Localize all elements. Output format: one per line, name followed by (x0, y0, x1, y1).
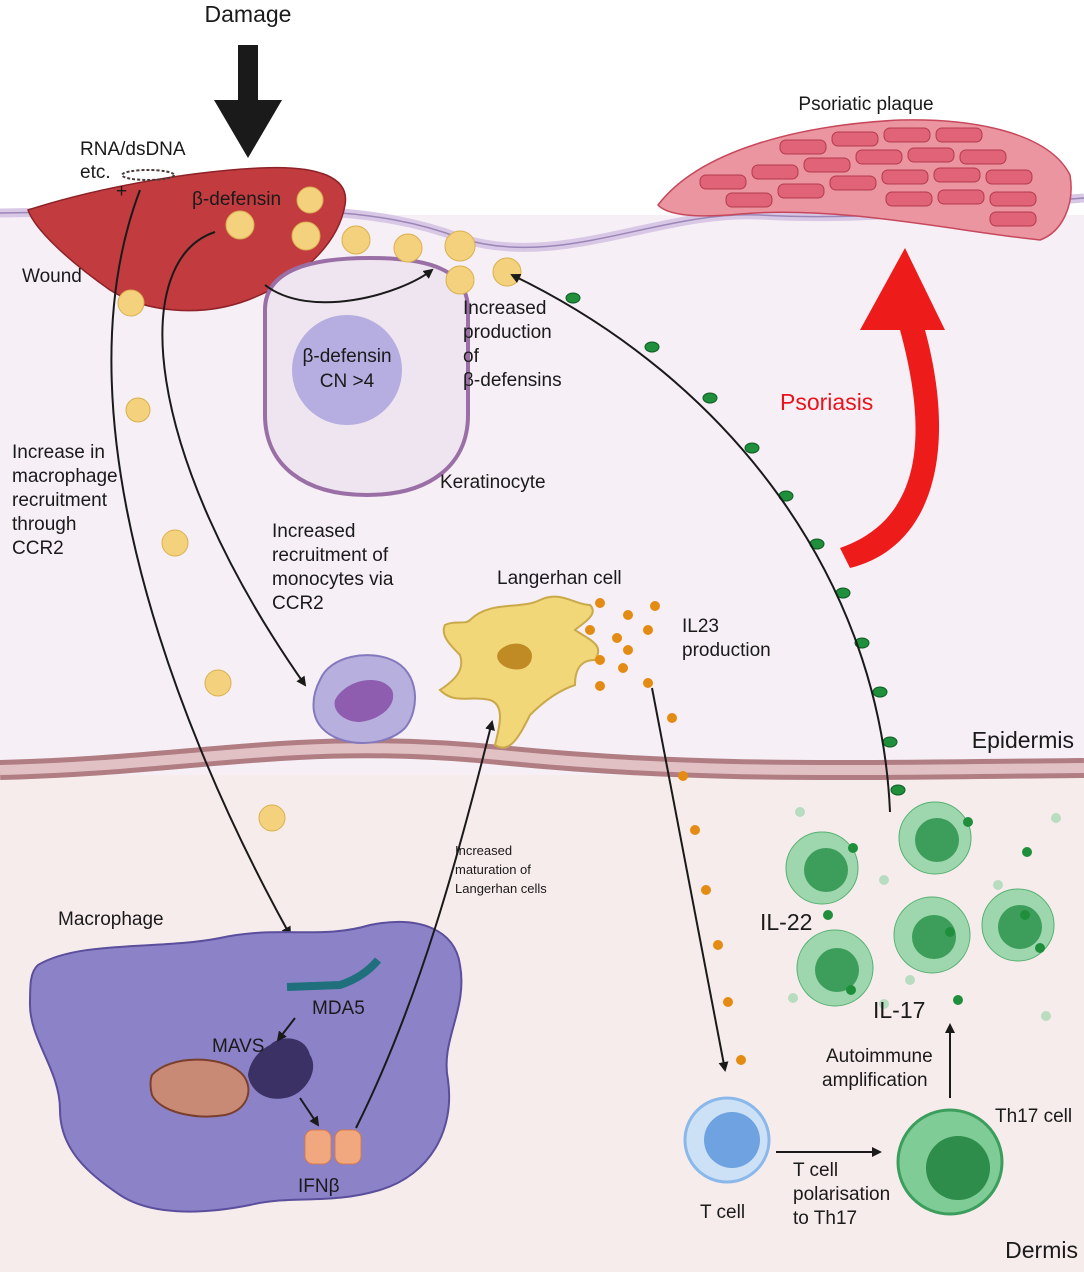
ifnb-protein (304, 1129, 362, 1165)
monocyte-recruitment-text: Increased recruitment of monocytes via C… (272, 521, 394, 614)
arrow-ifnb-to-langerhan (355, 720, 495, 1129)
langerhan-label: Langerhan cell (497, 568, 622, 589)
th17-label: Th17 cell (995, 1106, 1072, 1127)
wound (27, 166, 347, 312)
t-cell-label: T cell (700, 1202, 745, 1223)
svg-text:Increased: Increased (272, 521, 355, 542)
mda5-protein (286, 957, 382, 991)
epidermis-label: Epidermis (972, 727, 1074, 753)
svg-text:to Th17: to Th17 (793, 1208, 857, 1229)
arrow-to-keratinocyte (264, 268, 434, 304)
il22-label: IL-22 (760, 909, 812, 935)
psoriasis-arrow (840, 248, 945, 568)
autoimmune-text: Autoimmune amplification (822, 1046, 933, 1091)
wound-beta-defensin-label: β-defensin (192, 189, 281, 210)
nucleus-label-line1: β-defensin (302, 346, 391, 367)
damage-label: Damage (205, 1, 292, 27)
macrophage-cell (28, 921, 463, 1213)
keratinocyte-nucleus (292, 315, 402, 425)
svg-text:recruitment of: recruitment of (272, 545, 389, 566)
mavs-label: MAVS (212, 1036, 264, 1057)
svg-text:macrophage: macrophage (12, 466, 118, 487)
svg-text:Langerhan cells: Langerhan cells (455, 881, 547, 896)
damage-arrow (214, 45, 282, 158)
effector-cytokines (823, 817, 1045, 1005)
arrow-to-macrophage (110, 189, 291, 937)
macrophage-recruitment-text: Increase in macrophage recruitment throu… (12, 442, 118, 559)
svg-text:amplification: amplification (822, 1070, 928, 1091)
plus-sign: + (116, 181, 127, 202)
svg-text:monocytes via: monocytes via (272, 569, 394, 590)
rna-etc-label: etc. (80, 162, 111, 183)
svg-text:of: of (463, 346, 480, 367)
macrophage-label: Macrophage (58, 909, 164, 930)
ifnb-label: IFNβ (298, 1176, 340, 1197)
beta-defensin-molecules (117, 186, 522, 974)
il17-label: IL-17 (873, 997, 925, 1023)
svg-text:maturation of: maturation of (455, 862, 531, 877)
svg-text:Autoimmune: Autoimmune (826, 1046, 933, 1067)
il23-label-line2: production (682, 640, 771, 661)
arrow-mda5-to-mavs (276, 1017, 296, 1042)
increased-production-text: Increased production of β-defensins (463, 298, 562, 391)
keratinocyte-label: Keratinocyte (440, 472, 546, 493)
il23-label-line1: IL23 (682, 616, 719, 637)
svg-text:Increased: Increased (463, 298, 546, 319)
nucleus-label-line2: CN >4 (320, 371, 375, 392)
svg-text:β-defensins: β-defensins (463, 370, 562, 391)
svg-text:Increase in: Increase in (12, 442, 105, 463)
wound-label: Wound (22, 266, 82, 287)
polarisation-text: T cell polarisation to Th17 (793, 1160, 890, 1229)
svg-text:polarisation: polarisation (793, 1184, 890, 1205)
rna-dsdna-label: RNA/dsDNA (80, 139, 186, 160)
svg-text:T cell: T cell (793, 1160, 838, 1181)
dna-strand-icon (121, 169, 175, 181)
plaque-cells (699, 127, 1037, 227)
arrow-to-monocyte (161, 231, 307, 687)
effector-cells (785, 801, 1055, 1007)
svg-text:Increased: Increased (455, 843, 512, 858)
svg-text:production: production (463, 322, 552, 343)
il23-molecules (585, 598, 746, 1065)
dermis-label: Dermis (1005, 1237, 1078, 1263)
mavs-protein (248, 1038, 314, 1099)
svg-text:CCR2: CCR2 (272, 593, 324, 614)
mitochondria (149, 1058, 250, 1118)
arrow-mavs-to-ifnb (299, 1097, 320, 1127)
cytokine-chain (565, 292, 906, 796)
psoriasis-label: Psoriasis (780, 389, 873, 415)
svg-text:CCR2: CCR2 (12, 538, 64, 559)
arrow-to-epidermis (510, 273, 891, 813)
svg-text:through: through (12, 514, 76, 535)
langerhan-cell (438, 595, 600, 749)
psoriatic-plaque-label: Psoriatic plaque (798, 94, 933, 115)
faded-cytokines (788, 807, 1061, 1021)
arrow-to-t-cell (651, 687, 729, 1072)
maturation-text: Increased maturation of Langerhan cells (455, 843, 547, 896)
mda5-label: MDA5 (312, 998, 365, 1019)
svg-text:recruitment: recruitment (12, 490, 108, 511)
